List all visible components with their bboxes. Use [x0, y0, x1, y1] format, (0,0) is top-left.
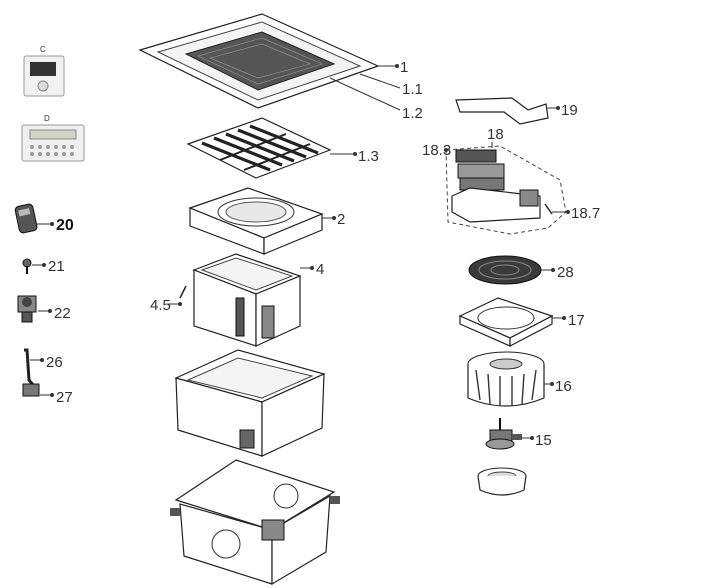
part-label-1-1: 1.1: [402, 81, 423, 98]
air-filter: 1.3: [186, 117, 379, 179]
part-label-16: 16: [555, 378, 572, 395]
fan-guard: 28: [468, 255, 574, 285]
drain-pan: [174, 349, 326, 457]
part-label-19: 19: [561, 102, 578, 119]
part-label-28: 28: [557, 264, 574, 281]
part-label-22: 22: [54, 305, 71, 322]
control-box: 18 18.3 18.7: [422, 126, 600, 235]
wired-controller-c: C: [23, 45, 65, 97]
part-label-18-7: 18.7: [571, 205, 600, 222]
front-panel: 1 1.1 1.2: [138, 13, 423, 122]
motor-base: [477, 467, 527, 496]
part-label-18-3: 18.3: [422, 142, 451, 159]
sensor-part: 26 27: [22, 348, 73, 406]
fan-support: 17: [458, 297, 585, 347]
drain-pump-part: 22: [17, 295, 71, 323]
controller-c-label: C: [40, 45, 46, 54]
screw-part: 21: [22, 258, 65, 275]
part-label-17: 17: [568, 312, 585, 329]
part-label-21: 21: [48, 258, 65, 275]
part-label-26: 26: [46, 354, 63, 371]
turbo-fan: 16: [467, 351, 572, 407]
bell-mouth: 2: [188, 187, 345, 255]
part-label-15: 15: [535, 432, 552, 449]
part-label-1-3: 1.3: [358, 148, 379, 165]
part-label-4-5: 4.5: [150, 297, 171, 314]
part-label-1-2: 1.2: [402, 105, 423, 122]
controller-d-label: D: [44, 114, 50, 123]
chassis-box: [170, 459, 340, 586]
part-label-1: 1: [400, 59, 408, 76]
part-label-20: 20: [56, 217, 74, 234]
fan-motor: 15: [485, 418, 552, 450]
part-label-18: 18: [487, 126, 504, 143]
part-label-27: 27: [56, 389, 73, 406]
part-label-4: 4: [316, 261, 324, 278]
remote-controller-part: 20: [14, 203, 74, 234]
part-label-2: 2: [337, 211, 345, 228]
wired-controller-d: D: [21, 114, 85, 162]
insulation-frame: 4 4.5: [150, 253, 324, 347]
control-box-cover: 19: [455, 97, 578, 125]
